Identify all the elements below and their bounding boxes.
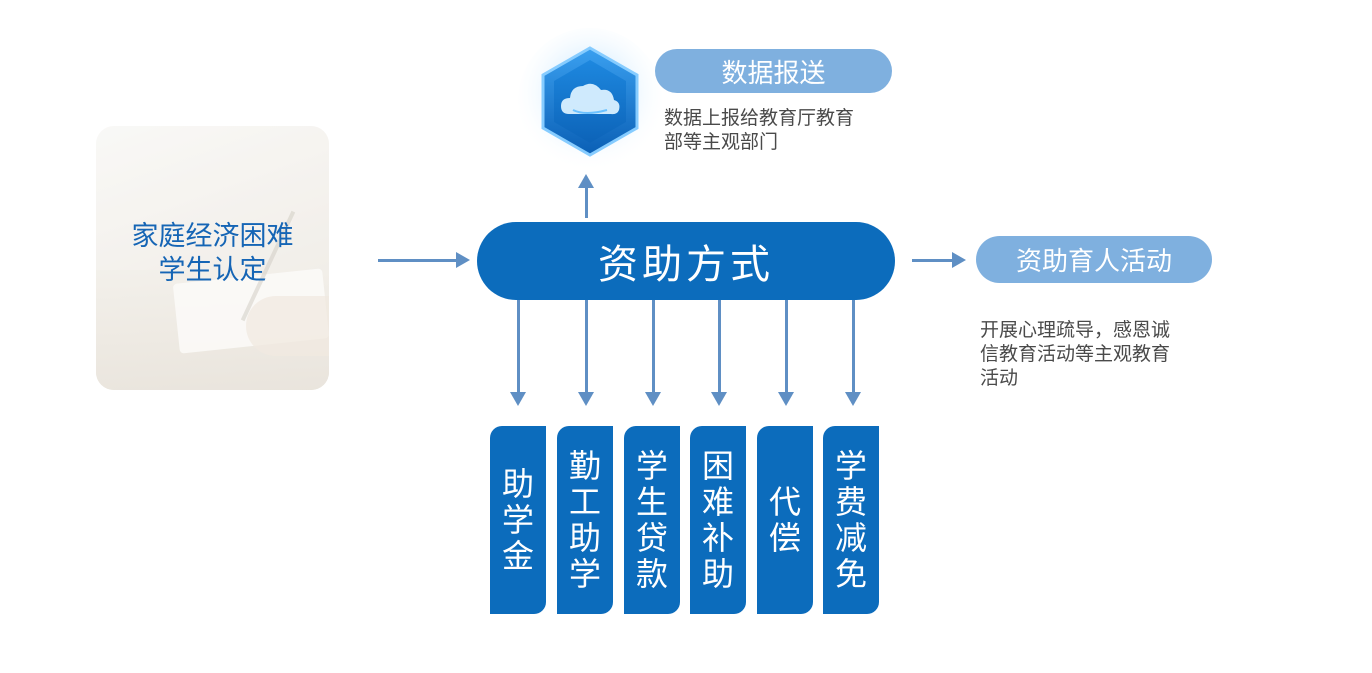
arrow-down-2-head — [578, 392, 594, 406]
arrow-to-activity — [912, 259, 954, 262]
arrow-to-data-report — [585, 186, 588, 218]
arrow-to-hub-head — [456, 252, 470, 268]
method-card-work-study: 勤工助学 — [557, 426, 613, 614]
arrow-down-1-head — [510, 392, 526, 406]
arrow-down-5 — [785, 300, 788, 394]
student-identification-label: 家庭经济困难 学生认定 — [131, 221, 294, 286]
activity-description: 开展心理疏导，感恩诚 信教育活动等主观教育 活动 — [980, 319, 1171, 389]
data-report-pill: 数据报送 — [655, 49, 892, 93]
method-card-grant: 助学金 — [490, 426, 546, 614]
arrow-to-activity-head — [952, 252, 966, 268]
arrow-down-3-head — [645, 392, 661, 406]
arrow-down-4-head — [711, 392, 727, 406]
activity-pill: 资助育人活动 — [976, 236, 1212, 283]
method-card-loan-repayment: 代偿 — [757, 426, 813, 614]
arrow-down-2 — [585, 300, 588, 394]
arrow-down-5-head — [778, 392, 794, 406]
arrow-to-hub — [378, 259, 458, 262]
method-card-hardship-subsidy: 困难补助 — [690, 426, 746, 614]
arrow-down-1 — [517, 300, 520, 394]
data-report-description: 数据上报给教育厅教育 部等主观部门 — [664, 107, 855, 153]
arrow-down-4 — [718, 300, 721, 394]
funding-methods-hub: 资助方式 — [477, 222, 895, 300]
arrow-to-data-report-head — [578, 174, 594, 188]
arrow-down-6 — [852, 300, 855, 394]
method-card-student-loan: 学生贷款 — [624, 426, 680, 614]
cloud-icon — [518, 28, 662, 172]
arrow-down-3 — [652, 300, 655, 394]
arrow-down-6-head — [845, 392, 861, 406]
method-card-tuition-waiver: 学费减免 — [823, 426, 879, 614]
student-identification-card: 家庭经济困难 学生认定 — [96, 126, 329, 390]
